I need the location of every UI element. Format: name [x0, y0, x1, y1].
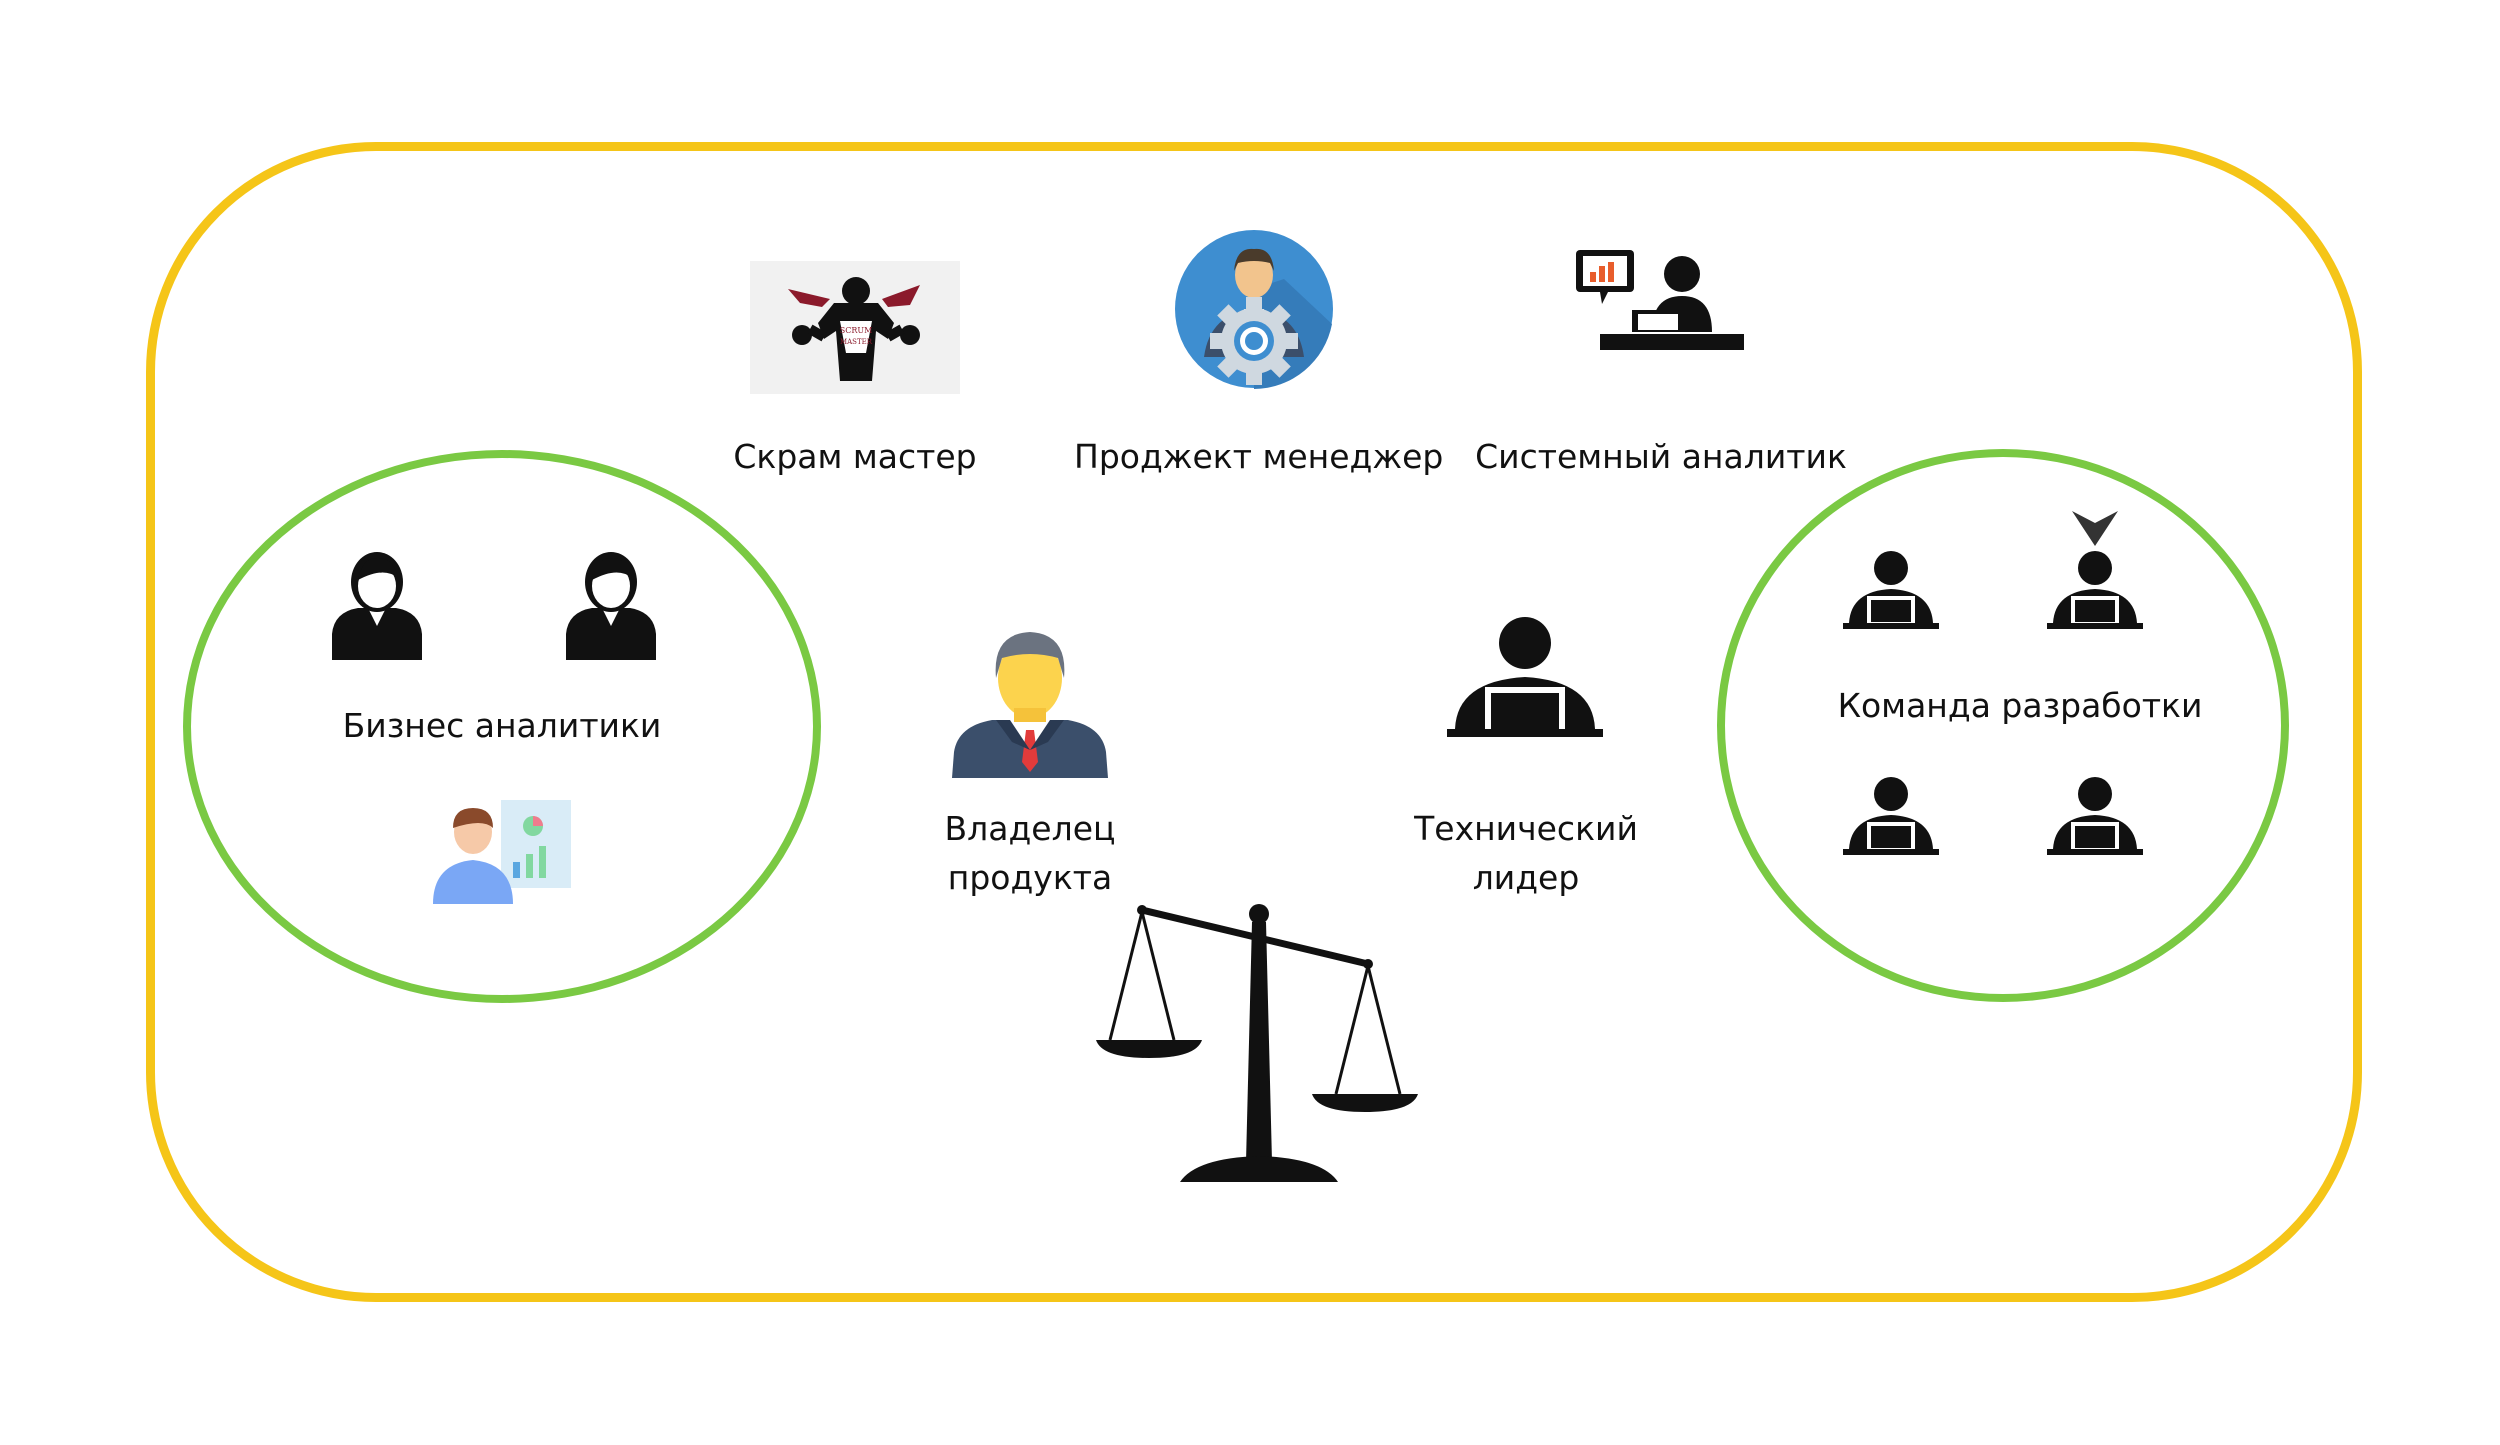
- analyst-chart-icon: [433, 800, 571, 904]
- manager-gear-icon: [1175, 230, 1333, 389]
- system-analyst-label: Системный аналитик: [1475, 437, 1847, 476]
- laptop-user-icon: [1843, 551, 1939, 629]
- scrum-master-badge-line2: MASTER: [840, 338, 873, 346]
- person-icon: [332, 552, 422, 660]
- project-manager-label: Проджект менеджер: [1074, 437, 1444, 476]
- laptop-user-icon: [2047, 777, 2143, 855]
- dev-team-group: [1717, 449, 2289, 1002]
- scrum-master-badge-line1: SCRUM: [840, 326, 873, 335]
- outer-team-frame: [146, 142, 2362, 1302]
- chevron-down-icon: [2072, 511, 2118, 546]
- business-analysts-group: [183, 450, 821, 1003]
- tech-lead-label: Технический лидер: [1414, 809, 1638, 897]
- product-owner-label: Владелец продукта: [944, 809, 1116, 897]
- scales-icon: [1096, 904, 1418, 1182]
- laptop-user-icon: [1447, 617, 1603, 737]
- scrum-master-label: Скрам мастер: [733, 437, 977, 476]
- laptop-user-icon: [1843, 777, 1939, 855]
- businessman-icon: [952, 632, 1108, 778]
- presenter-desk-icon: [1576, 250, 1744, 350]
- dev-team-label: Команда разработки: [1837, 686, 2203, 725]
- laptop-user-icon: [2047, 551, 2143, 629]
- superhero-icon: SCRUM MASTER: [750, 261, 960, 394]
- business-analysts-label: Бизнес аналитики: [342, 706, 662, 745]
- person-icon: [566, 552, 656, 660]
